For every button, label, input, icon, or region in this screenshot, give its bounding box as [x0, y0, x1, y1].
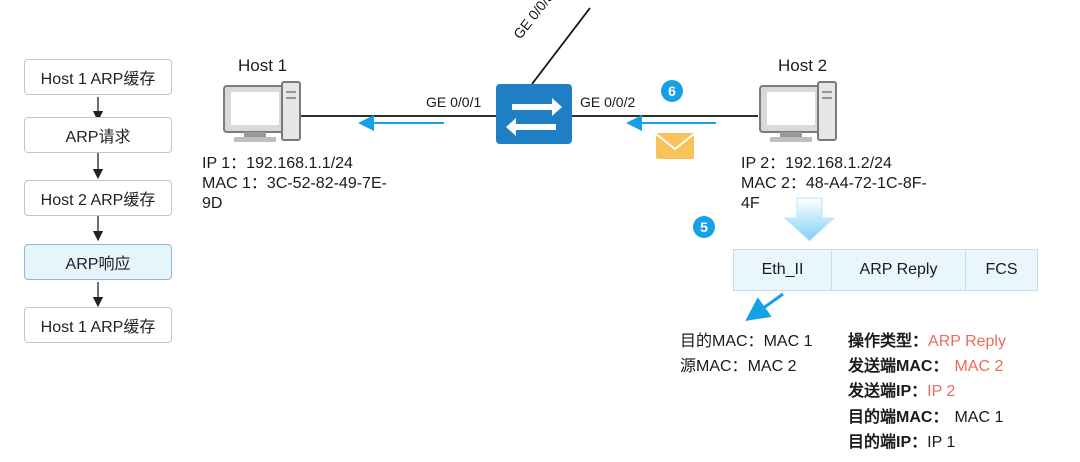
arp-field-target-mac-label: 目的端MAC： [848, 409, 949, 426]
link-switch-uplink [531, 7, 591, 85]
host2-name: Host 2 [778, 56, 828, 75]
flow-step-arp-request: ARP请求 [24, 117, 172, 153]
host2-ip: IP 2：192.168.1.2/24 [741, 155, 892, 172]
arp-field-opcode-label: 操作类型： [848, 333, 929, 350]
host2-info: IP 2：192.168.1.2/24 MAC 2：48-A4-72-1C-8F… [741, 154, 927, 214]
host1-name: Host 1 [238, 56, 288, 75]
switch-icon [496, 84, 572, 144]
host2-mac-line1: MAC 2：48-A4-72-1C-8F- [741, 175, 927, 192]
flow-step-arp-reply: ARP响应 [24, 244, 172, 280]
flow-step-host1-cache: Host 1 ARP缓存 [24, 59, 172, 95]
eth-dst-mac: 目的MAC：MAC 1 [680, 332, 812, 352]
eth-dst-value: MAC 1 [763, 333, 813, 350]
arp-field-sender-ip-value: IP 2 [927, 383, 956, 400]
arp-field-target-ip: 目的端IP：IP 1 [848, 433, 955, 453]
arp-field-sender-ip: 发送端IP：IP 2 [848, 382, 955, 402]
arp-field-sender-mac: 发送端MAC： MAC 2 [848, 357, 1003, 377]
frame-cell-eth: Eth_II [733, 249, 832, 291]
host1-mac-line1: MAC 1：3C-52-82-49-7E- [202, 175, 387, 192]
arp-field-opcode-value: ARP Reply [928, 333, 1006, 350]
flow-step-host2-cache: Host 2 ARP缓存 [24, 180, 172, 216]
eth-src-label: 源MAC： [680, 358, 748, 375]
eth-src-value: MAC 2 [747, 358, 797, 375]
arp-field-sender-mac-label: 发送端MAC： [848, 358, 949, 375]
arp-field-opcode: 操作类型：ARP Reply [848, 332, 1006, 352]
frame-cell-fcs: FCS [966, 249, 1038, 291]
host2-computer-icon [759, 81, 837, 142]
step-badge-6: 6 [661, 80, 683, 102]
frame-cell-arp-reply: ARP Reply [832, 249, 966, 291]
arp-field-target-ip-label: 目的端IP： [848, 434, 928, 451]
eth-dst-label: 目的MAC： [680, 333, 764, 350]
host1-mac-line2: 9D [202, 195, 223, 212]
host1-ip: IP 1：192.168.1.1/24 [202, 155, 353, 172]
arp-field-target-ip-value: IP 1 [927, 434, 956, 451]
host1-info: IP 1：192.168.1.1/24 MAC 1：3C-52-82-49-7E… [202, 154, 387, 214]
port-label-ge001: GE 0/0/1 [426, 94, 482, 110]
eth-detail-arrow [745, 292, 784, 321]
arp-field-target-mac-value: MAC 1 [954, 409, 1004, 426]
host2-mac-line2: 4F [741, 195, 760, 212]
envelope-icon [655, 133, 695, 159]
arp-reply-frame: Eth_II ARP Reply FCS [733, 249, 1038, 291]
host1-computer-icon [223, 81, 301, 142]
arp-field-sender-ip-label: 发送端IP： [848, 383, 928, 400]
port-label-ge002: GE 0/0/2 [580, 94, 636, 110]
step-badge-5: 5 [693, 216, 715, 238]
arp-field-sender-mac-value: MAC 2 [954, 358, 1004, 375]
down-arrow-icon [783, 197, 836, 242]
arp-field-target-mac: 目的端MAC： MAC 1 [848, 408, 1003, 428]
flow-step-host1-cache-final: Host 1 ARP缓存 [24, 307, 172, 343]
eth-src-mac: 源MAC：MAC 2 [680, 357, 796, 377]
